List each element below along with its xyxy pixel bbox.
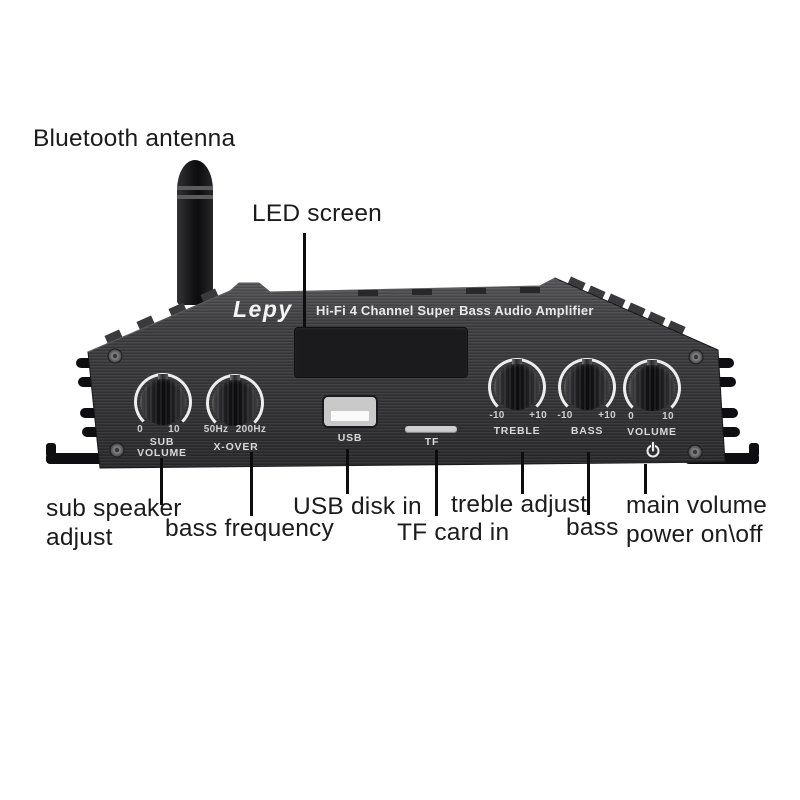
antenna-groove: [177, 195, 213, 199]
treble-scale-max: +10: [529, 410, 547, 421]
knob-notch: [582, 359, 592, 368]
treble-knob: [488, 358, 546, 416]
usb-disk-in-label: USB disk in: [293, 493, 422, 520]
sub-volume-label-line1: SUB: [149, 436, 175, 448]
sub-volume-scale-max: 10: [168, 424, 180, 435]
bluetooth-antenna-icon: [177, 160, 213, 305]
volume-knob: [623, 359, 681, 417]
knob-face: [140, 379, 186, 425]
sub-volume-knob: [134, 373, 192, 431]
bass-label: bass: [566, 514, 619, 541]
knob-notch: [512, 359, 522, 368]
screw-icon: [688, 349, 704, 365]
screw-icon: [687, 444, 703, 460]
treble-adjust-label: treble adjust: [451, 491, 588, 518]
tf-card-slot: [405, 426, 457, 433]
leader-line-led-screen: [303, 233, 306, 327]
main-volume-line2: power on\off: [626, 521, 763, 548]
knob-face: [212, 380, 258, 426]
usb-port: [322, 395, 378, 428]
usb-tongue: [331, 411, 369, 421]
knob-face: [629, 365, 675, 411]
knob-notch: [230, 375, 240, 384]
usb-port-label: USB: [337, 432, 363, 444]
x-over-scale-max: 200Hz: [235, 424, 267, 435]
bass-frequency-label: bass frequency: [165, 515, 334, 542]
main-volume-line1: main volume: [626, 492, 768, 519]
x-over-label: X-OVER: [213, 441, 259, 453]
top-edge-highlight: [87, 277, 556, 353]
sub-speaker-adjust-label: sub speaker adjust: [46, 494, 182, 552]
bass-knob: [558, 358, 616, 416]
leader-line-x-over: [250, 452, 253, 516]
main-volume-power-label: main volume power on\off: [626, 491, 767, 549]
screw-icons: [107, 348, 704, 460]
bass-scale-max: +10: [598, 410, 616, 421]
sub-volume-scale-min: 0: [137, 424, 143, 435]
leader-line-sub-volume: [160, 458, 163, 505]
knob-face: [494, 364, 540, 410]
top-vents: [358, 287, 540, 296]
power-icon: [644, 441, 662, 459]
volume-scale-max: 10: [662, 411, 674, 422]
bluetooth-antenna-label: Bluetooth antenna: [33, 125, 236, 152]
x-over-scale-min: 50Hz: [203, 424, 229, 435]
screw-icon: [107, 348, 123, 364]
knob-notch: [158, 374, 168, 383]
bass-scale-min: -10: [557, 410, 573, 421]
sub-speaker-line2: adjust: [46, 524, 113, 551]
knob-face: [564, 364, 610, 410]
leader-line-volume: [644, 464, 647, 494]
screw-icon: [109, 442, 125, 458]
x-over-knob: [206, 374, 264, 432]
knob-notch: [647, 360, 657, 369]
treble-label: TREBLE: [493, 425, 541, 437]
leader-line-treble: [521, 452, 524, 494]
brand-logo: Lepy: [233, 296, 293, 322]
leader-line-bass: [587, 452, 590, 515]
sub-speaker-line1: sub speaker: [46, 495, 182, 522]
tf-card-in-label: TF card in: [397, 519, 510, 546]
volume-scale-min: 0: [628, 411, 634, 422]
treble-scale-min: -10: [489, 410, 505, 421]
sub-volume-label-line2: VOLUME: [137, 447, 187, 459]
led-screen-label: LED screen: [252, 200, 383, 227]
antenna-groove: [177, 186, 213, 190]
leader-line-tf: [435, 450, 438, 516]
leader-line-usb: [346, 449, 349, 494]
panel-title: Hi-Fi 4 Channel Super Bass Audio Amplifi…: [316, 303, 594, 318]
volume-label: VOLUME: [627, 426, 677, 438]
tf-slot-label: TF: [424, 436, 440, 448]
led-screen: [295, 328, 467, 377]
bass-knob-label: BASS: [570, 425, 604, 437]
